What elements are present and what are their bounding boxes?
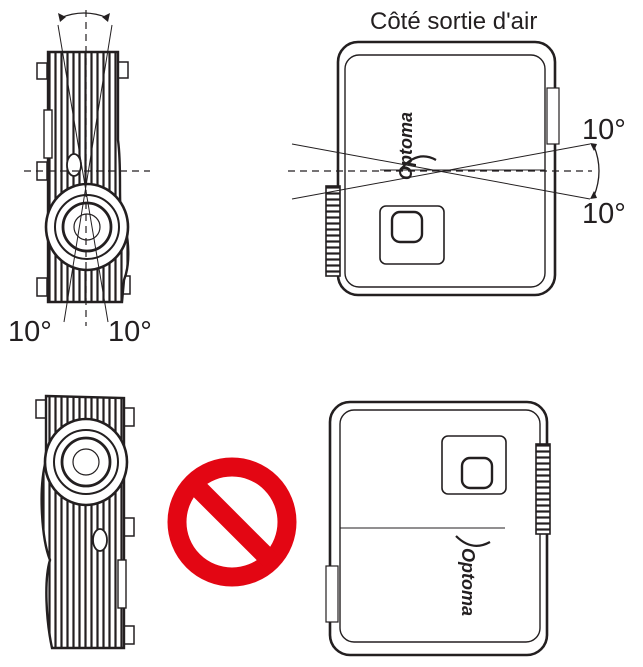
air-outlet-side-label: Côté sortie d'air <box>370 8 538 35</box>
side-strip <box>325 565 339 623</box>
side-view-prohibited <box>35 394 135 650</box>
side-panel <box>43 109 53 159</box>
side-strip <box>546 87 560 145</box>
tilt-up-label: 10° <box>582 114 626 146</box>
tilt-down-label: 10° <box>582 198 626 230</box>
foot <box>117 61 129 79</box>
side-panel <box>117 559 127 609</box>
foot <box>35 399 47 419</box>
prohibited-sign-icon <box>167 457 297 587</box>
rotation-arc-arrow <box>59 12 109 19</box>
port <box>92 528 108 552</box>
top-view-prohibited: Optoma <box>325 400 551 657</box>
lens-inner <box>390 210 424 244</box>
foot <box>36 277 48 297</box>
brand-swoosh <box>455 535 491 547</box>
arrow-head-up <box>590 143 597 151</box>
tilt-line <box>63 24 113 323</box>
foot <box>123 407 135 427</box>
port <box>66 153 82 177</box>
tilt-arc-arrow <box>593 145 600 197</box>
foot <box>123 517 135 537</box>
arrow-head-right <box>102 13 110 22</box>
lens-grip <box>535 443 551 535</box>
side-view-allowed <box>24 10 150 326</box>
tilt-line <box>57 24 109 323</box>
tilt-line <box>291 143 591 200</box>
foot <box>123 625 135 645</box>
arrow-head-down <box>590 191 597 199</box>
tilt-right-label: 10° <box>108 316 152 348</box>
lens-inner <box>460 456 494 490</box>
tilt-left-label: 10° <box>8 316 52 348</box>
lens-grip <box>325 185 341 277</box>
top-view-allowed: Optoma <box>288 40 600 297</box>
brand-logo-bottom: Optoma <box>458 548 478 616</box>
arrow-head-left <box>58 13 66 22</box>
brand-logo-top: Optoma <box>396 112 416 180</box>
projector-case-inner <box>339 409 541 643</box>
foot <box>36 62 48 80</box>
